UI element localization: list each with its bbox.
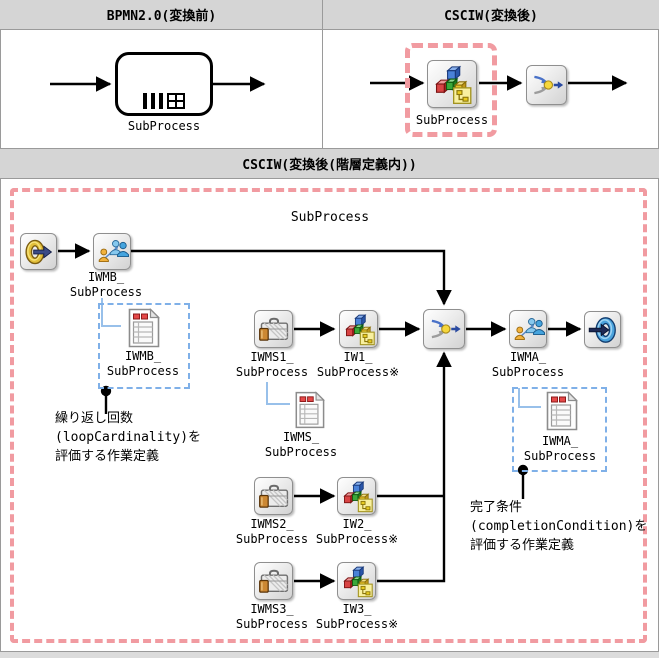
node-label-iwma: IWMA_ SubProcess xyxy=(491,350,565,379)
node-label-iwmb: IWMB_ SubProcess xyxy=(69,270,143,299)
node-label-iwma-doc: IWMA_ SubProcess xyxy=(523,434,597,463)
header-csciw-hierarchy: CSCIW(変換後(階層定義内)) xyxy=(0,149,659,179)
node-label-iwms1: IWMS1_ SubProcess xyxy=(235,350,309,379)
completion-condition-annotation: 完了条件 (completionCondition)を 評価する作業定義 xyxy=(470,500,648,553)
bpmn-subprocess-task xyxy=(115,52,213,116)
header-bpmn-before: BPMN2.0(変換前) xyxy=(0,0,323,30)
loop-cardinality-annotation: 繰り返し回数 (loopCardinality)を 評価する作業定義 xyxy=(55,411,202,464)
highlight-box-subprocess xyxy=(405,43,497,137)
header-bpmn-before-text: BPMN2.0(変換前) xyxy=(106,9,217,24)
document-icon-iwms xyxy=(293,390,325,430)
node-label-iw2: IW2_ SubProcess※ xyxy=(315,517,399,546)
header-csciw-after: CSCIW(変換後) xyxy=(323,0,659,30)
people-activity-icon-iwma xyxy=(509,310,547,348)
header-csciw-after-text: CSCIW(変換後) xyxy=(444,9,538,24)
csciw-subprocess-label: SubProcess xyxy=(415,113,489,127)
bpmn-task-label: SubProcess xyxy=(127,119,201,133)
start-node-icon xyxy=(20,233,57,270)
multi-instance-marker-icon xyxy=(143,93,163,109)
hierarchy-title: SubProcess xyxy=(290,210,370,225)
subprocess-blocks-icon-iw2 xyxy=(337,477,376,515)
work-definition-box-iwma xyxy=(512,387,607,472)
node-label-iwmb-doc: IWMB_ SubProcess xyxy=(106,349,180,378)
end-node-icon xyxy=(584,311,621,348)
hierarchy-boundary-box xyxy=(10,188,647,643)
subprocess-blocks-icon-iw3 xyxy=(337,562,376,600)
header-csciw-hierarchy-text: CSCIW(変換後(階層定義内)) xyxy=(242,158,417,173)
briefcase-icon-iwms3 xyxy=(254,562,293,600)
briefcase-icon-iwms1 xyxy=(254,310,293,348)
merge-gateway-icon-hierarchy xyxy=(423,309,465,349)
node-label-iwms-doc: IWMS_ SubProcess xyxy=(264,430,338,459)
collapsed-subprocess-marker-icon xyxy=(167,93,185,109)
document-icon-iwma xyxy=(544,390,578,432)
merge-gateway-icon xyxy=(526,65,567,105)
cell-divider xyxy=(322,0,323,148)
subprocess-blocks-icon xyxy=(427,60,477,108)
subprocess-blocks-icon-iw1 xyxy=(339,310,378,348)
node-label-iwms2: IWMS2_ SubProcess xyxy=(235,517,309,546)
briefcase-icon-iwms2 xyxy=(254,477,293,515)
people-activity-icon-iwmb xyxy=(93,233,131,270)
node-label-iwms3: IWMS3_ SubProcess xyxy=(235,602,309,631)
bpmn-task-markers xyxy=(143,93,185,109)
work-definition-box-iwmb xyxy=(98,303,190,389)
node-label-iw3: IW3_ SubProcess※ xyxy=(315,602,399,631)
document-icon-iwmb xyxy=(126,307,160,349)
row-divider xyxy=(0,148,659,149)
bottom-strip xyxy=(0,652,659,658)
node-label-iw1: IW1_ SubProcess※ xyxy=(316,350,400,379)
